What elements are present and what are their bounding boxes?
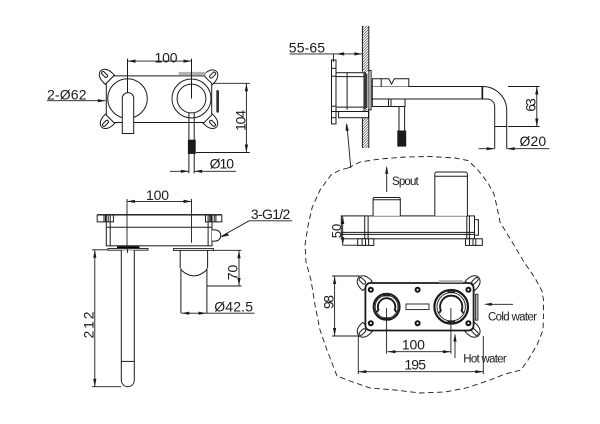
svg-text:98: 98 [321,295,337,309]
svg-text:100: 100 [155,49,178,65]
svg-text:50: 50 [329,224,344,239]
svg-text:3-G1/2: 3-G1/2 [251,206,291,222]
svg-text:70: 70 [224,265,240,281]
svg-text:Spout: Spout [392,176,419,188]
svg-text:212: 212 [80,311,96,338]
svg-text:55-65: 55-65 [289,40,326,56]
svg-text:100: 100 [146,187,169,203]
svg-text:100: 100 [402,336,425,352]
svg-text:104: 104 [232,110,248,131]
svg-text:Hot water: Hot water [463,353,507,365]
svg-text:2-Ø62: 2-Ø62 [47,87,87,103]
svg-text:Ø10: Ø10 [210,156,235,172]
svg-text:63: 63 [523,98,539,112]
svg-text:Ø42.5: Ø42.5 [214,299,253,315]
svg-text:195: 195 [404,356,426,372]
svg-text:Ø20: Ø20 [520,133,547,149]
svg-text:Cold water: Cold water [488,312,537,324]
